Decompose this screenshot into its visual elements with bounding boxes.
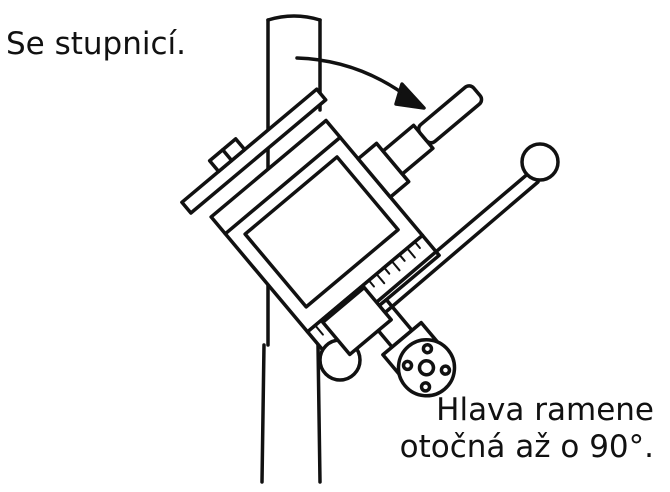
scale-caption: Se stupnicí.	[6, 26, 187, 62]
feed-lever	[318, 142, 560, 382]
head-rotation-caption-line1: Hlava ramene	[436, 392, 654, 428]
rotation-arrow-icon	[295, 56, 426, 110]
head-rotation-caption: Hlava ramene otočná až o 90°.	[400, 392, 654, 466]
lever-ball-icon	[520, 142, 560, 182]
rotating-head	[180, 84, 484, 398]
head-rotation-caption-line2: otočná až o 90°.	[399, 429, 654, 466]
clamp-wheel-icon	[396, 338, 457, 398]
